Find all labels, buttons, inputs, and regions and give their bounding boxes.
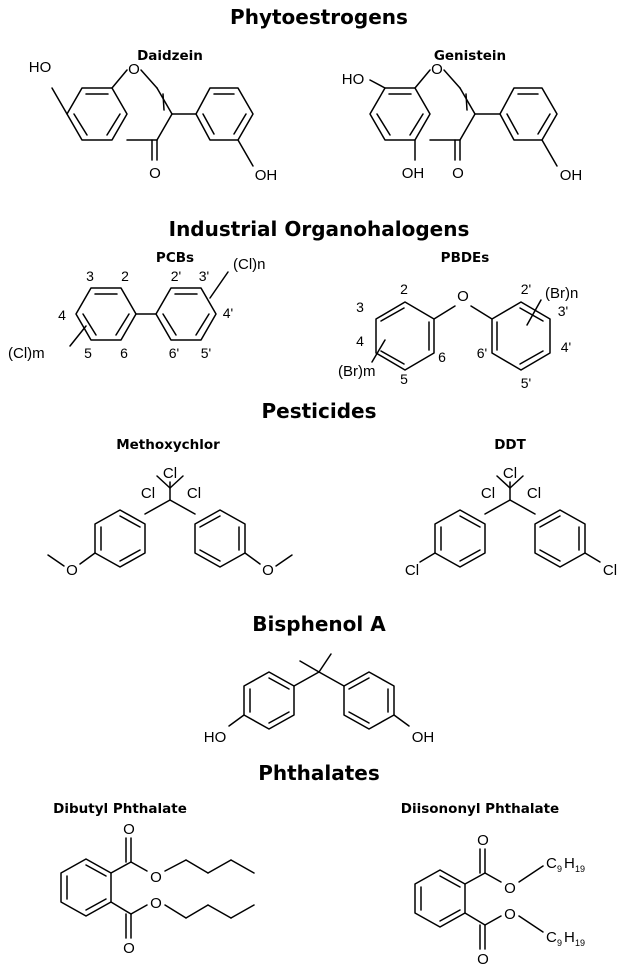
- dibutyl-carbonyl-o-bottom-label: O: [123, 940, 135, 957]
- diisononyl-c9h19-top-label: C 9 H 19: [546, 855, 585, 874]
- ddt-cl-left-label: Cl: [481, 485, 495, 502]
- diisononyl-phthalate-bonds: [414, 848, 544, 950]
- genistein-carbonyl-o-label: O: [452, 165, 464, 182]
- diisononyl-ester-o-top-label: O: [504, 880, 516, 897]
- genistein-ho-label: HO: [342, 71, 365, 88]
- pcbs-bonds: [69, 271, 229, 347]
- ddt-cl-para-right-label: Cl: [603, 562, 617, 579]
- pbdes-pos-6: 6: [438, 349, 446, 365]
- pcbs-pos-4: 4: [58, 307, 66, 323]
- compound-name-genistein: Genistein: [434, 48, 506, 64]
- daidzein-ring-o-label: O: [128, 61, 140, 78]
- pbdes-brn-label: (Br)n: [545, 285, 578, 302]
- compound-name-methoxychlor: Methoxychlor: [116, 437, 220, 453]
- diisononyl-phthalate-structure: Diisononyl Phthalate O O O O C 9 H 19: [401, 801, 585, 968]
- pcbs-pos-6: 6: [120, 345, 128, 361]
- pbdes-pos-5p: 5': [521, 375, 531, 391]
- pcbs-pos-4p: 4': [223, 305, 233, 321]
- pbdes-pos-6p: 6': [477, 345, 487, 361]
- diisononyl-h-bottom: H: [564, 929, 575, 946]
- methoxychlor-o-right-label: O: [262, 562, 274, 579]
- pbdes-pos-4: 4: [356, 333, 364, 349]
- diisononyl-h-top: H: [564, 855, 575, 872]
- compound-name-pcbs: PCBs: [156, 250, 194, 266]
- ddt-cl-top-label: Cl: [503, 465, 517, 482]
- diisononyl-ester-o-bottom-label: O: [504, 906, 516, 923]
- diisononyl-c9h19-bottom-label: C 9 H 19: [546, 929, 585, 948]
- compound-name-ddt: DDT: [494, 437, 526, 453]
- diisononyl-carbonyl-o-top-label: O: [477, 832, 489, 849]
- genistein-structure: Genistein HO O OH O OH: [342, 48, 583, 184]
- section-title-industrial-organohalogens: Industrial Organohalogens: [169, 217, 470, 241]
- diisononyl-sub19-top: 19: [575, 864, 585, 874]
- diisononyl-c-top: C: [546, 855, 557, 872]
- methoxychlor-bonds: [47, 475, 293, 568]
- bisphenol-a-structure: Bisphenol A HO OH: [204, 612, 435, 746]
- pbdes-pos-3: 3: [356, 299, 364, 315]
- genistein-bonds: [369, 69, 558, 167]
- pcbs-clm-label: (Cl)m: [8, 345, 45, 362]
- pbdes-brm-label: (Br)m: [338, 363, 376, 380]
- dibutyl-phthalate-structure: Dibutyl Phthalate O O O O: [53, 801, 255, 957]
- genistein-5-oh-label: OH: [402, 165, 425, 182]
- diisononyl-carbonyl-o-bottom-label: O: [477, 951, 489, 968]
- compound-name-dibutyl-phthalate: Dibutyl Phthalate: [53, 801, 187, 817]
- bisphenol-a-bonds: [228, 653, 410, 730]
- compound-name-diisononyl-phthalate: Diisononyl Phthalate: [401, 801, 559, 817]
- pcbs-cln-label: (Cl)n: [233, 256, 266, 273]
- ddt-structure: DDT Cl Cl Cl Cl Cl: [405, 437, 617, 579]
- pbdes-pos-4p: 4': [561, 339, 571, 355]
- pbdes-pos-2p: 2': [521, 281, 531, 297]
- pcbs-structure: PCBs (Cl)n (Cl)m 2 3 4 5 6 2' 3' 4' 5' 6…: [8, 250, 266, 362]
- daidzein-oh-label: OH: [255, 167, 278, 184]
- bisphenol-a-oh-label: OH: [412, 729, 435, 746]
- pbdes-bonds: [371, 299, 551, 371]
- diisononyl-c-bottom: C: [546, 929, 557, 946]
- daidzein-bonds: [51, 69, 254, 167]
- pbdes-structure: PBDEs O (Br)m (Br)n 2 3 4 5 6 2' 3' 4' 5…: [338, 250, 578, 391]
- methoxychlor-cl-left-label: Cl: [141, 485, 155, 502]
- ddt-bonds: [419, 475, 601, 568]
- daidzein-ho-label: HO: [29, 59, 52, 76]
- section-title-phthalates: Phthalates: [258, 761, 380, 785]
- section-title-phytoestrogens: Phytoestrogens: [230, 5, 408, 29]
- pcbs-pos-2: 2: [121, 268, 129, 284]
- dibutyl-phthalate-bonds: [60, 837, 255, 939]
- genistein-ring-o-label: O: [431, 61, 443, 78]
- pcbs-pos-5p: 5': [201, 345, 211, 361]
- ddt-cl-right-label: Cl: [527, 485, 541, 502]
- diisononyl-sub9-top: 9: [557, 864, 562, 874]
- pcbs-pos-6p: 6': [169, 345, 179, 361]
- daidzein-structure: Daidzein HO O O OH: [29, 48, 278, 184]
- compound-name-pbdes: PBDEs: [441, 250, 490, 266]
- bisphenol-a-ho-label: HO: [204, 729, 227, 746]
- section-title-bisphenol-a: Bisphenol A: [252, 612, 386, 636]
- daidzein-carbonyl-o-label: O: [149, 165, 161, 182]
- pcbs-pos-2p: 2': [171, 268, 181, 284]
- methoxychlor-structure: Methoxychlor Cl Cl Cl O O: [47, 437, 293, 579]
- genistein-oh-label: OH: [560, 167, 583, 184]
- pbdes-pos-3p: 3': [558, 303, 568, 319]
- methoxychlor-cl-top-label: Cl: [163, 465, 177, 482]
- section-title-pesticides: Pesticides: [261, 399, 376, 423]
- diisononyl-sub19-bottom: 19: [575, 938, 585, 948]
- dibutyl-ester-o-bottom-label: O: [150, 895, 162, 912]
- compound-name-daidzein: Daidzein: [137, 48, 203, 64]
- pbdes-ether-o-label: O: [457, 288, 469, 305]
- dibutyl-ester-o-top-label: O: [150, 869, 162, 886]
- pbdes-pos-5: 5: [400, 371, 408, 387]
- dibutyl-carbonyl-o-top-label: O: [123, 821, 135, 838]
- diisononyl-sub9-bottom: 9: [557, 938, 562, 948]
- pcbs-pos-5: 5: [84, 345, 92, 361]
- ddt-cl-para-left-label: Cl: [405, 562, 419, 579]
- pbdes-pos-2: 2: [400, 281, 408, 297]
- pcbs-pos-3p: 3': [199, 268, 209, 284]
- methoxychlor-o-left-label: O: [66, 562, 78, 579]
- pcbs-pos-3: 3: [86, 268, 94, 284]
- methoxychlor-cl-right-label: Cl: [187, 485, 201, 502]
